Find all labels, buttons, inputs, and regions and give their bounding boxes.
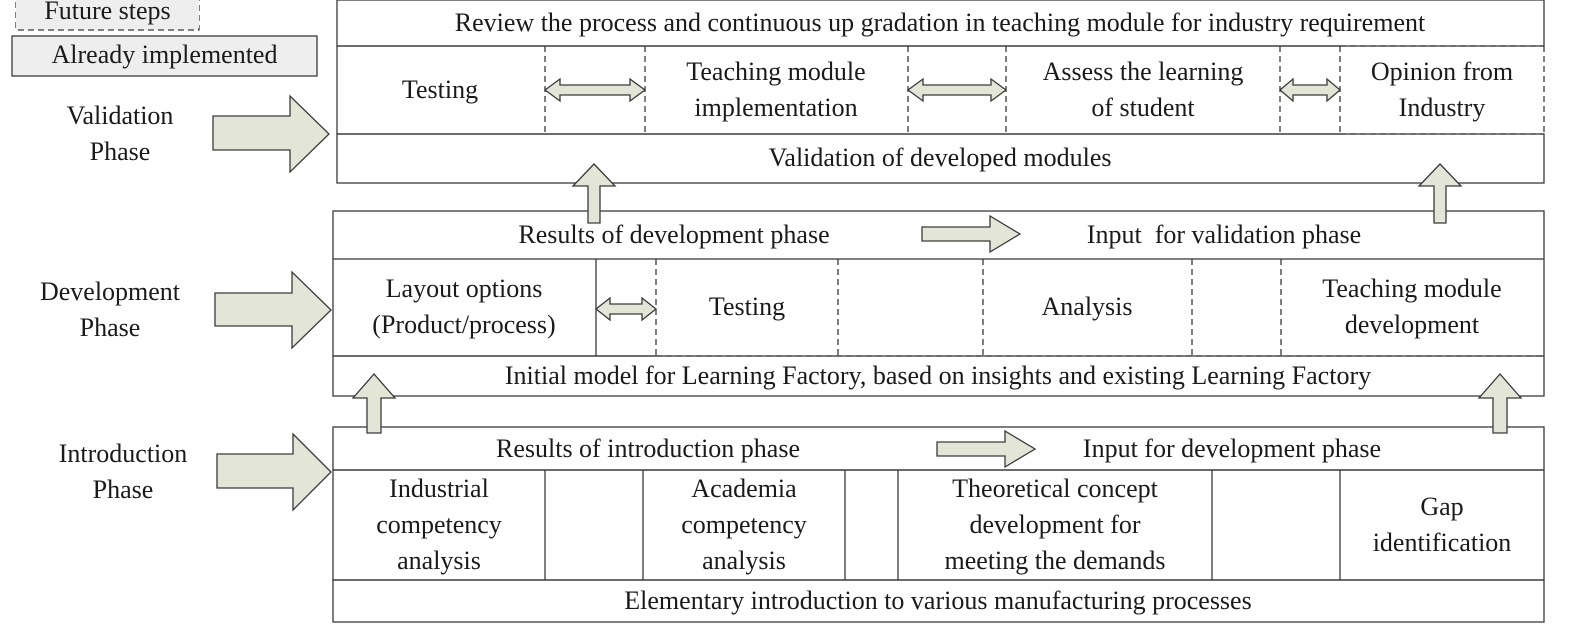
validation-double-arrow-2-icon	[906, 77, 1008, 103]
phase-label-introduction: Introduction Phase	[58, 439, 188, 504]
development-phase-arrow-icon	[214, 270, 332, 350]
introduction-box-academia-competency: Academia competency analysis	[681, 474, 807, 575]
validation-bottom-banner: Validation of developed modules	[768, 143, 1112, 172]
validation-box-opinion-from-industry: Opinion from Industry	[1370, 57, 1514, 122]
introduction-results-arrow-icon	[936, 429, 1037, 469]
validation-double-arrow-1-icon	[543, 77, 647, 103]
introduction-box-theoretical-concept: Theoretical concept development for meet…	[944, 474, 1166, 575]
introduction-results-label: Results of introduction phase	[495, 434, 801, 463]
development-box-analysis: Analysis	[1041, 292, 1133, 321]
phase-label-development: Development Phase	[39, 277, 181, 342]
development-results-arrow-icon	[921, 214, 1022, 254]
introduction-bottom-banner: Elementary introduction to various manuf…	[624, 586, 1252, 615]
up-arrow-intro-right-icon	[1477, 373, 1523, 434]
development-box-layout-options: Layout options (Product/process)	[372, 274, 556, 339]
legend-future-steps: Future steps	[16, 0, 199, 28]
validation-box-teaching-module-implementation: Teaching module implementation	[686, 57, 866, 122]
development-double-arrow-icon	[594, 296, 658, 322]
development-results-banner-box	[332, 210, 1545, 260]
validation-top-banner: Review the process and continuous up gra…	[454, 8, 1426, 37]
legend-already-implemented: Already implemented	[51, 40, 278, 69]
legend-already-implemented-box	[11, 35, 318, 77]
validation-phase-arrow-icon	[212, 94, 330, 174]
validation-box-assess-learning: Assess the learning of student	[1042, 57, 1244, 122]
development-results-label: Results of development phase	[518, 220, 830, 249]
up-arrow-intro-left-icon	[351, 373, 397, 434]
up-arrow-dev-left-icon	[571, 163, 617, 224]
introduction-bottom-banner-box	[332, 579, 1545, 623]
development-bottom-banner: Initial model for Learning Factory, base…	[504, 361, 1372, 390]
introduction-box-industrial-competency: Industrial competency analysis	[376, 474, 502, 575]
introduction-phase-arrow-icon	[216, 432, 332, 512]
introduction-box-gap-identification: Gap identification	[1372, 492, 1512, 557]
introduction-input-label: Input for development phase	[1082, 434, 1382, 463]
development-box-testing: Testing	[708, 292, 786, 321]
development-box-teaching-module-development: Teaching module development	[1322, 274, 1502, 339]
phase-label-validation: Validation Phase	[66, 101, 174, 166]
development-input-label: Input for validation phase	[1086, 220, 1362, 249]
up-arrow-dev-right-icon	[1417, 163, 1463, 224]
validation-box-testing: Testing	[401, 75, 479, 104]
validation-double-arrow-3-icon	[1278, 77, 1342, 103]
introduction-cells-box	[332, 469, 1545, 581]
